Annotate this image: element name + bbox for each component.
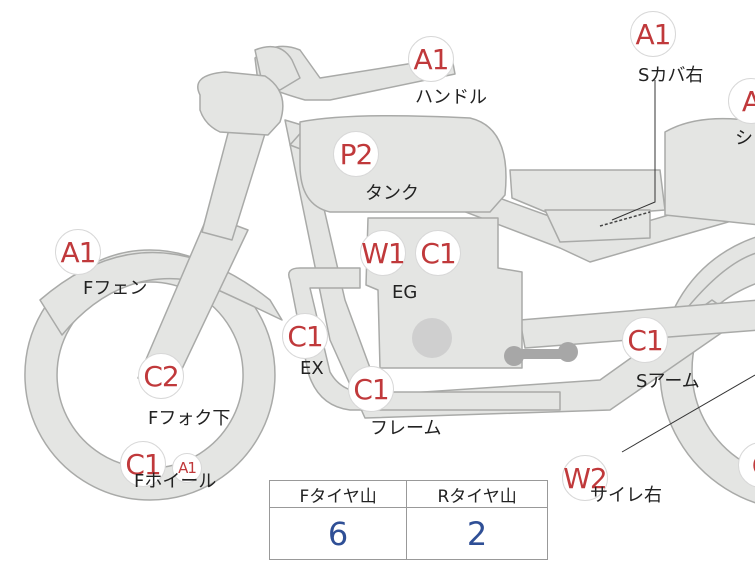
front-fork-lower-label: Fフォク下: [148, 408, 231, 429]
swingarm-grade-badge: C1: [622, 317, 668, 363]
s-cover-right-label: Sカバ右: [638, 65, 704, 86]
silencer-right-label: サイレ右: [590, 485, 662, 506]
rear-tire-value: 2: [406, 507, 548, 560]
handle-grade-badge: A1: [408, 36, 454, 82]
side-cover-shape: [544, 209, 651, 243]
frame-label: フレーム: [370, 418, 442, 439]
engine-grade-badge-2: C1: [415, 230, 461, 276]
front-tire-value: 6: [268, 507, 408, 560]
exhaust-label: EX: [300, 358, 324, 379]
s-cover-right-grade-badge: A1: [630, 11, 676, 57]
tank-grade-badge: P2: [333, 131, 379, 177]
exhaust-grade-badge: C1: [282, 313, 328, 359]
swingarm-label: Sアーム: [636, 371, 700, 392]
headlight-shape: [197, 71, 284, 136]
tank-label: タンク: [365, 183, 419, 204]
front-wheel-grade-badge-2: A1: [172, 453, 202, 483]
tire-tread-table: Fタイヤ山 Rタイヤ山 6 2: [268, 479, 548, 560]
front-fender-grade-badge: A1: [55, 229, 101, 275]
engine-grade-badge-1: W1: [360, 230, 406, 276]
frame-grade-badge: C1: [348, 366, 394, 412]
front-fork-lower-grade-badge: C2: [138, 353, 184, 399]
front-wheel-grade-badge-1: C1: [120, 441, 166, 487]
engine-label: EG: [392, 282, 418, 303]
front-fender-label: Fフェン: [83, 278, 148, 299]
rear-tire-header: Rタイヤ山: [406, 479, 548, 509]
silencer-right-grade-badge: W2: [562, 455, 608, 501]
handle-label: ハンドル: [415, 87, 487, 108]
front-wheel-label: Fホイール: [134, 471, 217, 492]
exhaust-shape: [288, 267, 561, 411]
seat-label: シ: [735, 128, 753, 149]
front-tire-header: Fタイヤ山: [268, 479, 408, 509]
